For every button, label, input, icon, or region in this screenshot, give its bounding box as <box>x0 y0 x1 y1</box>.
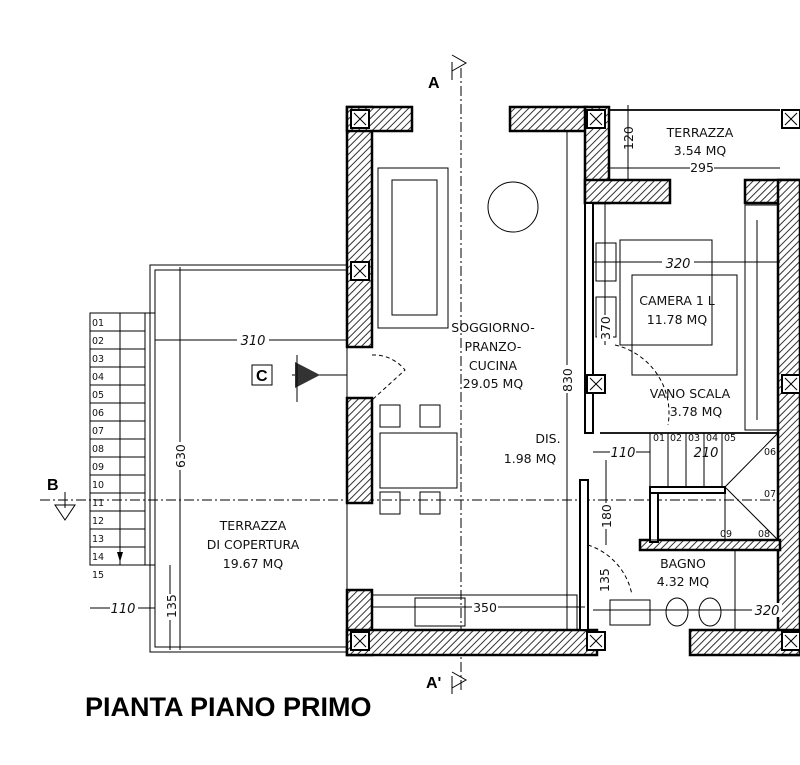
section-label-a-prime: A' <box>426 675 441 692</box>
stair-step-number: 03 <box>688 433 700 444</box>
stair-step-number: 02 <box>92 336 104 347</box>
furniture <box>371 167 779 631</box>
svg-text:320: 320 <box>755 604 780 619</box>
stair-step-number: 08 <box>92 444 104 455</box>
svg-text:4.32 MQ: 4.32 MQ <box>657 574 710 589</box>
svg-text:135: 135 <box>164 594 179 618</box>
svg-text:120: 120 <box>621 126 636 150</box>
svg-text:630: 630 <box>173 444 188 468</box>
svg-text:180: 180 <box>599 504 614 528</box>
svg-text:295: 295 <box>690 160 714 175</box>
svg-text:135: 135 <box>597 568 612 592</box>
room-terrazza-copertura: TERRAZZA DI COPERTURA 19.67 MQ <box>207 518 300 571</box>
svg-text:350: 350 <box>473 600 497 615</box>
plan-title: PIANTA PIANO PRIMO <box>85 692 372 722</box>
room-bagno: BAGNO 4.32 MQ <box>657 556 710 589</box>
interior-stair-step-numbers: 01 02 03 04 05 06 07 08 09 <box>653 433 776 540</box>
walls <box>345 105 800 657</box>
exterior-stair-step-numbers: 01 02 03 04 05 06 07 08 09 10 11 12 13 14 15 <box>92 318 104 581</box>
svg-text:110: 110 <box>111 602 136 617</box>
svg-text:320: 320 <box>666 257 691 272</box>
exterior-stair <box>89 312 156 566</box>
stair-step-number: 09 <box>720 529 732 540</box>
svg-text:TERRAZZA: TERRAZZA <box>666 125 734 140</box>
section-line-a <box>451 54 468 694</box>
dimension-labels: 295 120 320 370 830 350 110 210 180 135 … <box>110 126 782 620</box>
room-dis: DIS. 1.98 MQ <box>504 431 561 466</box>
svg-text:DIS.: DIS. <box>535 431 560 446</box>
stair-step-number: 08 <box>758 529 770 540</box>
svg-text:CAMERA 1 L: CAMERA 1 L <box>639 293 715 308</box>
svg-text:830: 830 <box>560 368 575 392</box>
svg-text:DI COPERTURA: DI COPERTURA <box>207 537 300 552</box>
svg-text:210: 210 <box>694 446 719 461</box>
section-label-c: C <box>256 368 268 385</box>
svg-text:1.98 MQ: 1.98 MQ <box>504 451 557 466</box>
columns <box>350 109 800 651</box>
interior-stair <box>649 432 779 541</box>
stair-step-number: 03 <box>92 354 104 365</box>
svg-text:19.67 MQ: 19.67 MQ <box>223 556 284 571</box>
stair-step-number: 14 <box>92 552 104 563</box>
stair-step-number: 09 <box>92 462 104 473</box>
svg-text:BAGNO: BAGNO <box>660 556 706 571</box>
stair-step-number: 01 <box>92 318 104 329</box>
stair-step-number: 05 <box>724 433 736 444</box>
svg-text:VANO SCALA: VANO SCALA <box>650 386 731 401</box>
svg-text:29.05 MQ: 29.05 MQ <box>463 376 524 391</box>
svg-text:TERRAZZA: TERRAZZA <box>219 518 287 533</box>
stair-step-number: 01 <box>653 433 665 444</box>
stair-step-number: 07 <box>92 426 104 437</box>
stair-step-number: 12 <box>92 516 104 527</box>
stair-step-number: 13 <box>92 534 104 545</box>
stair-step-number: 06 <box>92 408 104 419</box>
room-soggiorno: SOGGIORNO- PRANZO- CUCINA 29.05 MQ <box>451 320 534 391</box>
stair-step-number: 04 <box>92 372 104 383</box>
stair-step-number: 06 <box>764 447 776 458</box>
svg-text:370: 370 <box>598 316 613 340</box>
section-label-a: A <box>428 75 440 92</box>
stair-step-number: 11 <box>92 498 104 509</box>
stair-step-number: 02 <box>670 433 682 444</box>
svg-text:310: 310 <box>241 334 266 349</box>
stair-step-number: 04 <box>706 433 718 444</box>
room-terrazza: TERRAZZA 3.54 MQ <box>666 125 734 158</box>
stair-step-number: 05 <box>92 390 104 401</box>
svg-text:11.78 MQ: 11.78 MQ <box>647 312 708 327</box>
room-camera: CAMERA 1 L 11.78 MQ <box>639 293 715 327</box>
svg-text:SOGGIORNO-: SOGGIORNO- <box>451 320 534 335</box>
section-label-b: B <box>47 477 59 494</box>
svg-text:CUCINA: CUCINA <box>469 358 518 373</box>
svg-text:3.54 MQ: 3.54 MQ <box>674 143 727 158</box>
svg-text:PRANZO-: PRANZO- <box>465 339 522 354</box>
section-marker-c: C <box>251 355 320 402</box>
stair-step-number: 07 <box>764 489 776 500</box>
svg-text:3.78 MQ: 3.78 MQ <box>670 404 723 419</box>
stair-step-number: 10 <box>92 480 104 491</box>
stair-step-number: 15 <box>92 570 104 581</box>
svg-text:110: 110 <box>611 446 636 461</box>
room-vano-scala: VANO SCALA 3.78 MQ <box>650 386 731 419</box>
